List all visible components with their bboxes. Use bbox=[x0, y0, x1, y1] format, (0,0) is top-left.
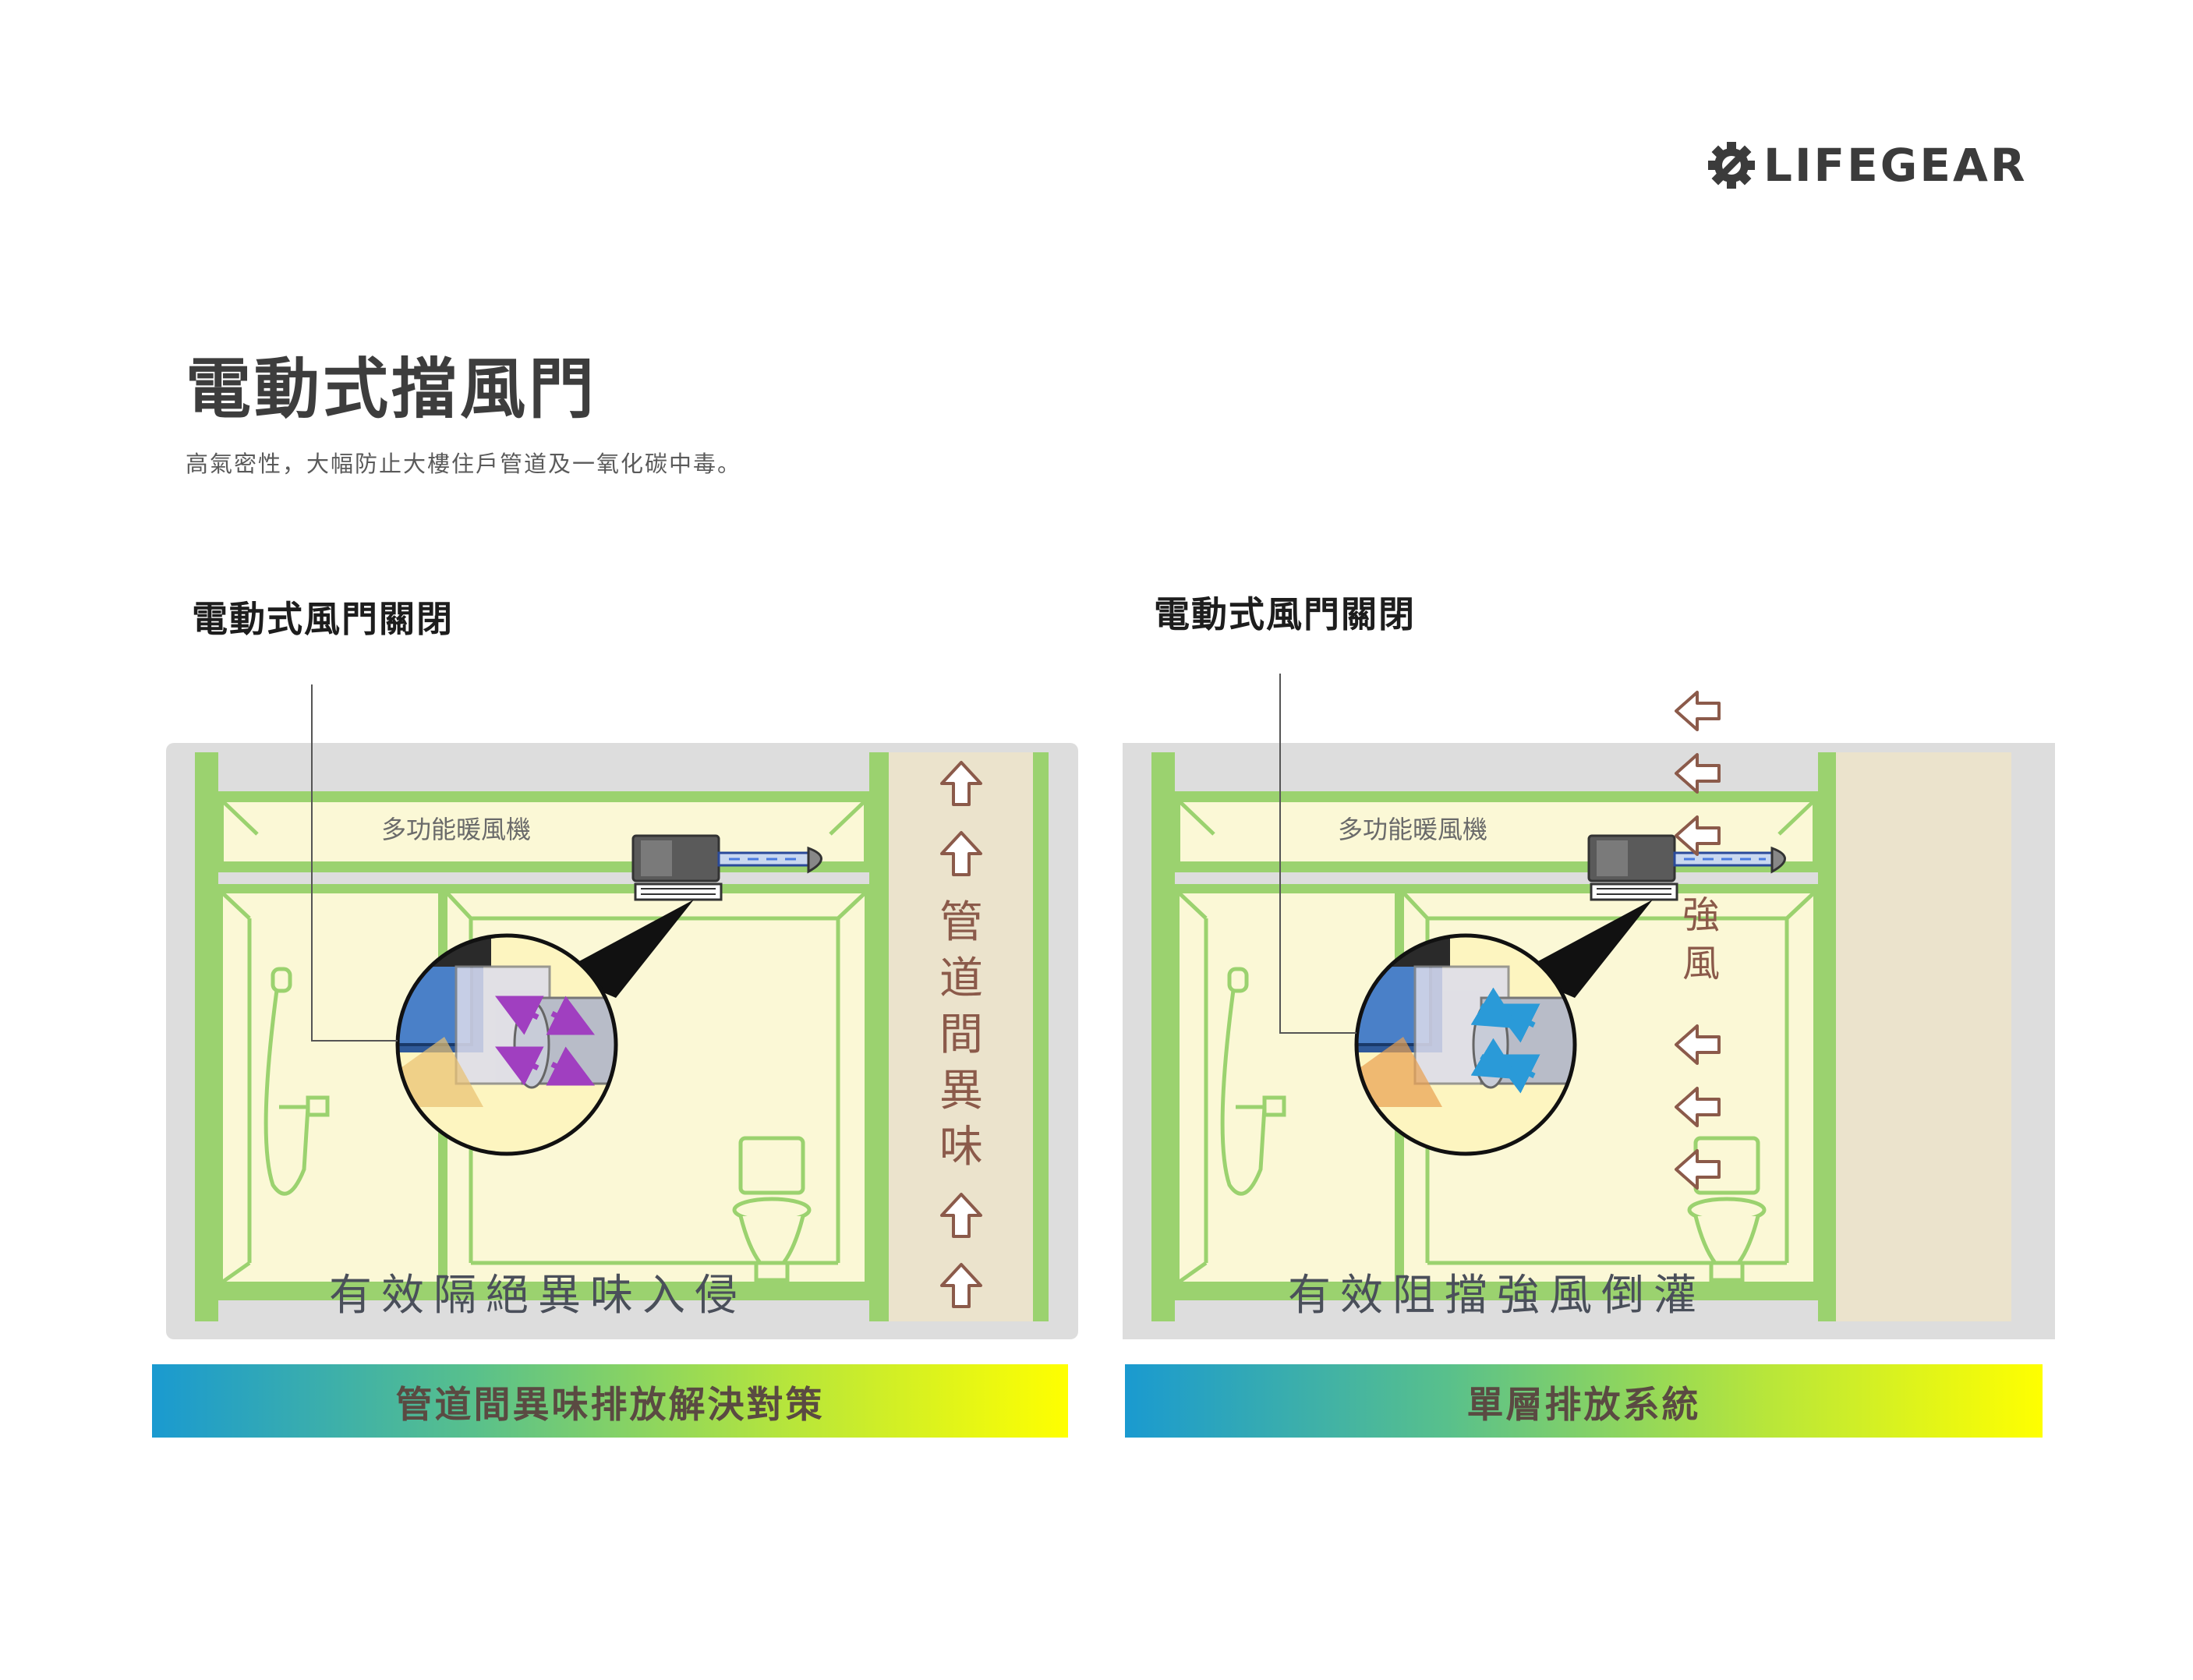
heater-unit-label: 多功能暖風機 bbox=[381, 815, 531, 844]
shaft-text-char: 道 bbox=[939, 953, 983, 1004]
gear-logo-icon bbox=[1708, 142, 1755, 189]
up-arrow-icon bbox=[940, 1263, 982, 1308]
heater-unit bbox=[631, 834, 822, 901]
toilet-fixture bbox=[1687, 1136, 1767, 1282]
panel-left-heading: 電動式風門關閉 bbox=[192, 598, 454, 640]
panel-right-diagram: 多功能暖風機 bbox=[1123, 674, 2055, 1339]
shaft-text-char: 管 bbox=[939, 897, 983, 948]
shaft-text-char: 間 bbox=[939, 1010, 983, 1060]
panel-left-diagram: 多功能暖風機 bbox=[166, 684, 1078, 1339]
page-title: 電動式擋風門 bbox=[186, 351, 598, 427]
wind-text-char: 強 bbox=[1682, 893, 1720, 937]
damper-inset bbox=[1354, 933, 1577, 1156]
shower-fixture bbox=[1220, 967, 1286, 1196]
left-arrow-icon bbox=[1675, 1024, 1721, 1065]
page-subtitle: 高氣密性，大幅防止大樓住戶管道及一氧化碳中毒。 bbox=[186, 451, 742, 477]
outer-wall-area bbox=[1836, 752, 2011, 1321]
panel-right-heading: 電動式風門關閉 bbox=[1154, 593, 1416, 635]
banner-right: 單層排放系統 bbox=[1125, 1364, 2043, 1438]
leader-line bbox=[1279, 674, 1356, 1034]
left-arrow-icon bbox=[1675, 1149, 1721, 1190]
banner-left: 管道間異味排放解決對策 bbox=[152, 1364, 1068, 1438]
panel-right-caption: 有效阻擋強風倒灌 bbox=[1288, 1270, 1706, 1320]
panel-left-caption: 有效隔絕異味入侵 bbox=[329, 1270, 747, 1320]
up-arrow-icon bbox=[940, 761, 982, 806]
brand-logo: LIFEGEAR bbox=[1707, 139, 2028, 192]
heater-unit-label: 多功能暖風機 bbox=[1338, 815, 1487, 844]
shaft-text-char: 異 bbox=[939, 1066, 983, 1116]
left-arrow-icon bbox=[1675, 753, 1721, 794]
up-arrow-icon bbox=[940, 831, 982, 876]
toilet-fixture bbox=[732, 1136, 812, 1282]
heater-unit bbox=[1587, 834, 1786, 901]
banner-right-label: 單層排放系統 bbox=[1466, 1383, 1701, 1427]
shower-fixture bbox=[264, 967, 330, 1196]
left-arrow-icon bbox=[1675, 815, 1721, 856]
brand-name: LIFEGEAR bbox=[1763, 139, 2028, 192]
wind-text-char: 風 bbox=[1682, 942, 1720, 985]
up-arrow-icon bbox=[940, 1193, 982, 1238]
shaft-text-char: 味 bbox=[939, 1122, 983, 1172]
left-arrow-icon bbox=[1675, 1087, 1721, 1127]
left-arrow-icon bbox=[1675, 691, 1721, 731]
banner-left-label: 管道間異味排放解決對策 bbox=[395, 1383, 825, 1427]
leader-line bbox=[311, 684, 398, 1042]
